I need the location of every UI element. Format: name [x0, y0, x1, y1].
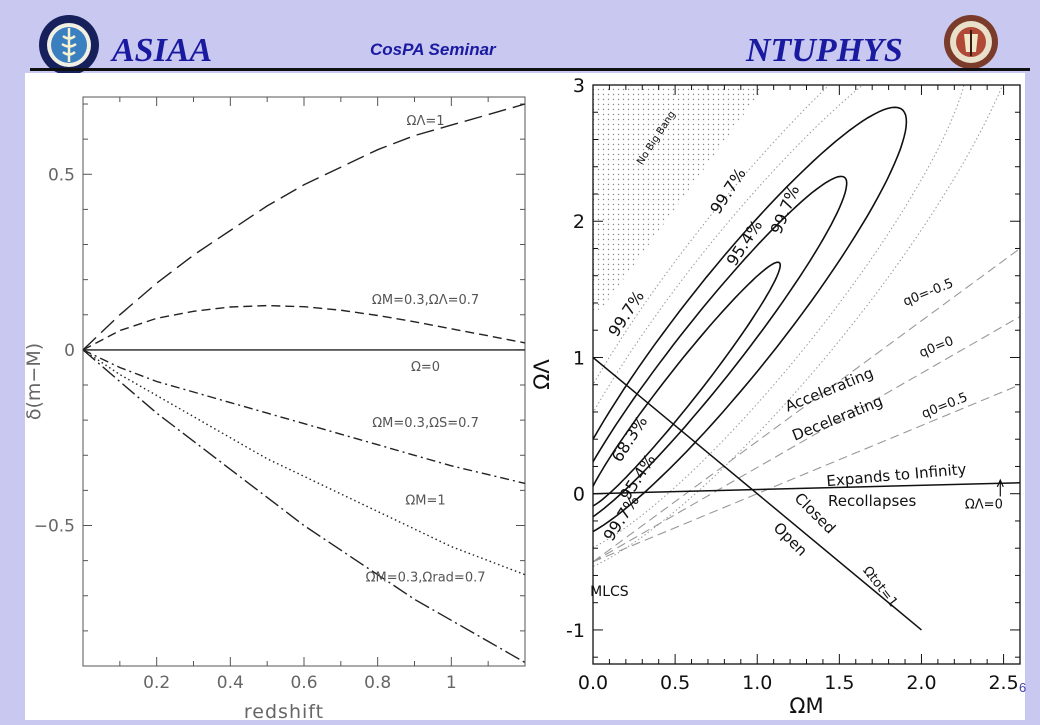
ntu-seal-icon [944, 15, 998, 69]
x-tick-label: 0.6 [290, 673, 317, 693]
x-tick-label: 0.0 [578, 672, 608, 694]
y-axis-label: ΩΛ [530, 359, 554, 390]
chart-annotation: q0=-0.5 [901, 276, 956, 310]
x-tick-label: 1.5 [824, 672, 854, 694]
x-axis-label: ΩM [789, 694, 823, 718]
chart-annotation: Ωtot=1 [859, 564, 900, 610]
redshift-magnitude-chart: 0.2 0.4 0.6 0.8 1 0.5 0 −0.5 redshift δ(m−M) ΩΛ=1Ω… [23, 96, 526, 723]
series-line [82, 349, 526, 576]
chart-annotation: Open [770, 519, 811, 560]
x-tick-label: 0.5 [660, 672, 690, 694]
header-right-title: NTUPHYS [746, 32, 903, 69]
x-tick-label: 2.5 [988, 672, 1018, 694]
reference-line [593, 482, 1020, 495]
plot-area [593, 85, 1020, 631]
slide-header: ASIAA CosPA Seminar NTUPHYS [0, 0, 1040, 75]
reference-line [593, 384, 1020, 563]
chart-annotation: Recollapses [828, 492, 916, 510]
header-center-title: CosPA Seminar [370, 40, 496, 59]
series-line [82, 304, 526, 351]
series-line [82, 349, 526, 485]
x-tick-label: 0.4 [217, 673, 244, 693]
chart-annotation: 99.7% [767, 183, 804, 237]
y-tick-label: 0 [64, 341, 75, 361]
reference-line [593, 356, 922, 631]
academia-sinica-seal-icon [39, 15, 99, 75]
series-annotation: ΩM=0.3,ΩΛ=0.7 [372, 293, 479, 308]
outer-contour [593, 85, 965, 548]
y-tick-label: −0.5 [34, 517, 75, 537]
chart-annotation: ΩΛ=0 [965, 498, 1003, 513]
series-annotation: ΩΛ=1 [407, 114, 445, 129]
chart-annotation: q0=0.5 [920, 390, 970, 422]
chart-annotation: 99.7% [706, 165, 750, 218]
x-tick-label: 0.8 [364, 673, 391, 693]
x-tick-label: 2.0 [906, 672, 936, 694]
arrow-head [996, 478, 1004, 488]
chart-annotation: MLCS [590, 584, 629, 600]
reference-line [593, 248, 1020, 563]
series-line [82, 103, 526, 351]
series-annotation: ΩM=1 [405, 493, 445, 508]
x-tick-label: 1.0 [742, 672, 772, 694]
y-tick-label: 0 [573, 484, 585, 506]
series-annotation: Ω=0 [411, 360, 440, 375]
reference-line [593, 316, 1020, 563]
y-tick-label: 0.5 [48, 165, 75, 185]
series-line [82, 349, 526, 664]
confidence-contour [593, 261, 782, 507]
series-annotation: ΩM=0.3,ΩS=0.7 [372, 416, 479, 431]
no-big-bang-region [593, 85, 766, 310]
x-tick-label: 1 [446, 673, 457, 693]
confidence-contour [593, 106, 908, 533]
series-annotation: ΩM=0.3,Ωrad=0.7 [366, 571, 486, 586]
x-tick-label: 0.2 [143, 673, 170, 693]
header-left-title: ASIAA [112, 32, 213, 69]
x-axis-label: redshift [244, 701, 324, 720]
confidence-contour [593, 175, 848, 518]
y-tick-label: 3 [573, 75, 585, 97]
y-tick-label: -1 [566, 620, 585, 642]
header-rule [30, 68, 1030, 71]
y-axis-label: δ(m−M) [25, 343, 45, 420]
y-tick-label: 1 [573, 347, 585, 369]
y-tick-label: 2 [573, 211, 585, 233]
page-number: 6 [1019, 680, 1027, 695]
